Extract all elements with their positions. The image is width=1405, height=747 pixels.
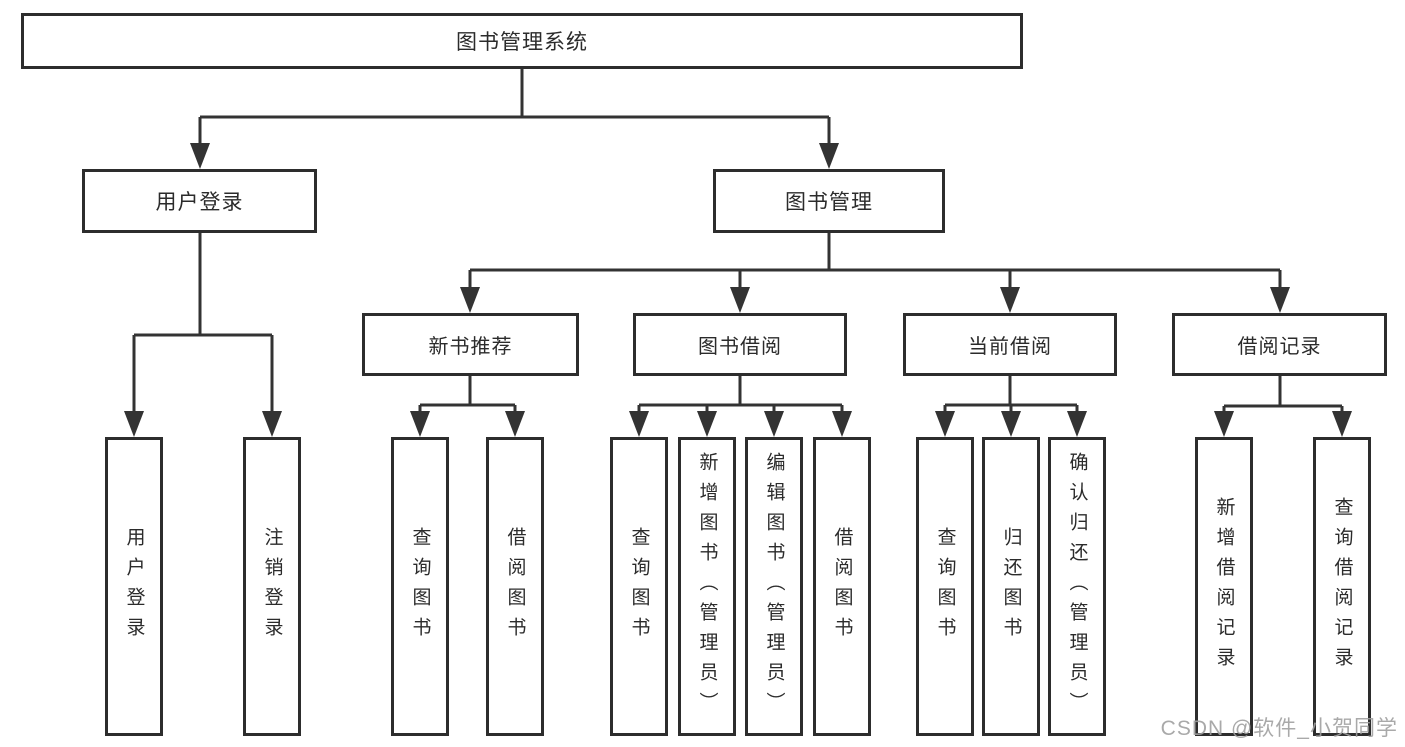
node-label: 新书推荐 — [428, 336, 513, 358]
leaf-label: 新增借阅记录 — [1213, 496, 1235, 677]
leaf-borrow-books: 借阅图书 — [813, 437, 871, 736]
leaf-label: 新增图书（管理员） — [696, 451, 718, 722]
leaf-add-books-admin: 新增图书（管理员） — [678, 437, 736, 736]
node-user-login: 用户登录 — [82, 169, 317, 233]
node-library-management-system: 图书管理系统 — [21, 13, 1023, 69]
node-label: 借阅记录 — [1237, 336, 1322, 358]
leaf-add-borrow-record: 新增借阅记录 — [1195, 437, 1253, 736]
node-book-borrowing: 图书借阅 — [633, 313, 847, 376]
leaf-edit-books-admin: 编辑图书（管理员） — [745, 437, 803, 736]
leaf-query-borrow-record: 查询借阅记录 — [1313, 437, 1371, 736]
node-label: 用户登录 — [155, 191, 244, 214]
leaf-confirm-return-admin: 确认归还（管理员） — [1048, 437, 1106, 736]
leaf-label: 借阅图书 — [831, 526, 853, 647]
leaf-label: 编辑图书（管理员） — [763, 451, 785, 722]
leaf-label: 借阅图书 — [504, 526, 526, 647]
node-label: 图书借阅 — [698, 336, 782, 358]
node-label: 图书管理 — [785, 191, 873, 214]
connector-paths — [132, 69, 1344, 414]
leaf-label: 查询图书 — [409, 526, 431, 647]
leaf-borrow-books: 借阅图书 — [486, 437, 544, 736]
leaf-query-books: 查询图书 — [916, 437, 974, 736]
node-new-book-recommendation: 新书推荐 — [362, 313, 579, 376]
node-label: 图书管理系统 — [456, 31, 588, 54]
csdn-watermark: CSDN @软件_小贺同学 — [1160, 717, 1398, 740]
arrowhead-icons — [124, 143, 1352, 437]
leaf-label: 查询图书 — [934, 526, 956, 647]
leaf-label: 用户登录 — [123, 526, 145, 647]
leaf-label: 确认归还（管理员） — [1066, 451, 1088, 722]
node-current-borrowing: 当前借阅 — [903, 313, 1117, 376]
leaf-label: 注销登录 — [261, 526, 283, 647]
leaf-label: 归还图书 — [1000, 526, 1022, 647]
leaf-label: 查询借阅记录 — [1331, 496, 1353, 677]
node-borrowing-records: 借阅记录 — [1172, 313, 1387, 376]
leaf-logout: 注销登录 — [243, 437, 301, 736]
node-label: 当前借阅 — [968, 336, 1052, 358]
leaf-return-books: 归还图书 — [982, 437, 1040, 736]
node-book-management: 图书管理 — [713, 169, 945, 233]
leaf-query-books: 查询图书 — [391, 437, 449, 736]
leaf-label: 查询图书 — [628, 526, 650, 647]
leaf-user-login: 用户登录 — [105, 437, 163, 736]
leaf-query-books: 查询图书 — [610, 437, 668, 736]
